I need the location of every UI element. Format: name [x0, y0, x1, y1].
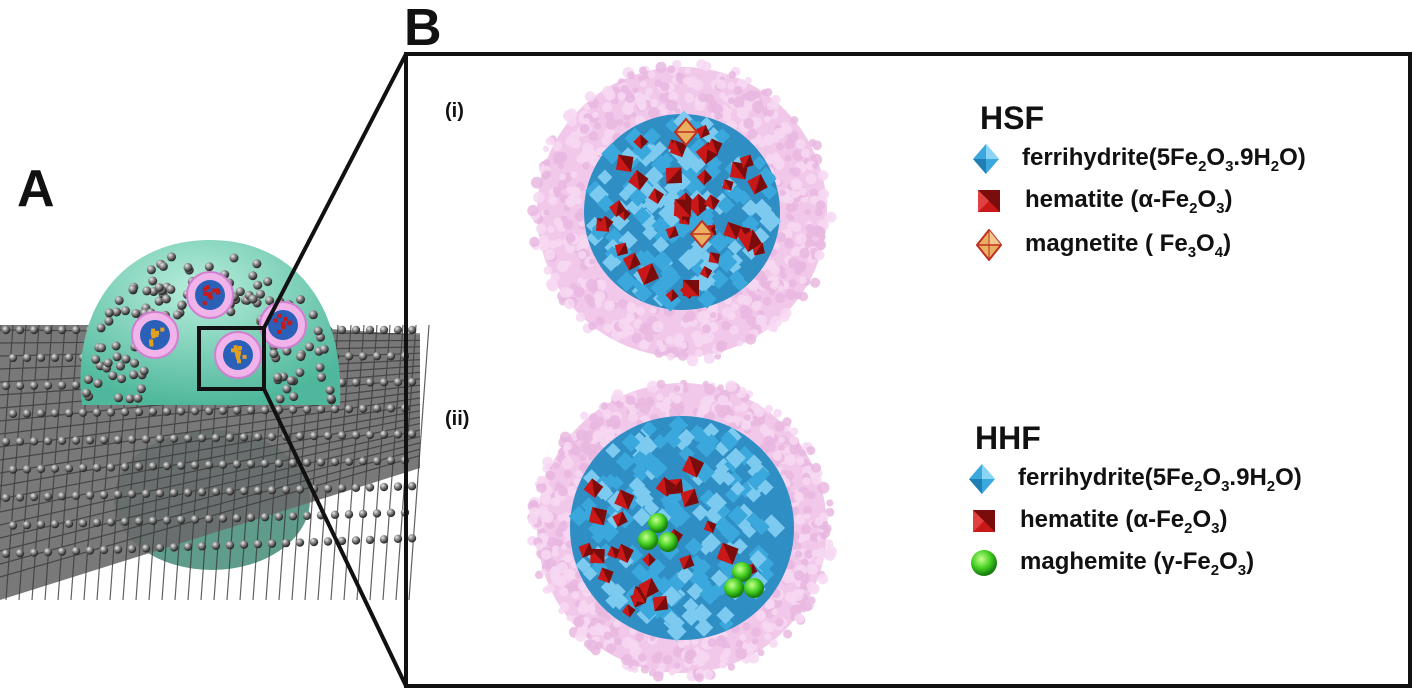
legend-label: hematite (α-Fe2O3) — [1025, 185, 1233, 217]
zoom-line-bottom — [262, 388, 408, 687]
hsf-legend-ferrihydrite: ferrihydrite(5Fe2O3.9H2O) — [972, 142, 1306, 176]
dome-nanoparticle — [131, 311, 179, 359]
maghemite-particle — [732, 562, 752, 582]
water-dome — [80, 240, 341, 405]
legend-label: ferrihydrite(5Fe2O3.9H2O) — [1018, 463, 1302, 495]
panel-b-letter: B — [404, 0, 442, 57]
magnetite-octahedron-icon — [975, 229, 1003, 261]
panel-a-illustration — [0, 240, 430, 601]
legend-label: maghemite (γ-Fe2O3) — [1020, 547, 1255, 579]
zoom-line-top — [262, 53, 408, 329]
magnetite-particle — [673, 117, 699, 147]
magnetite-particle — [689, 219, 715, 249]
panel-a-letter: A — [17, 160, 55, 218]
hhf-legend-hematite: hematite (α-Fe2O3) — [970, 504, 1227, 538]
hsf-legend-title: HSF — [980, 100, 1044, 136]
legend-label: hematite (α-Fe2O3) — [1020, 505, 1228, 537]
hematite-cube-icon — [975, 187, 1003, 215]
legend-label: magnetite ( Fe3O4) — [1025, 229, 1232, 261]
hsf-particle — [527, 59, 837, 367]
legend-label: ferrihydrite(5Fe2O3.9H2O) — [1022, 143, 1306, 175]
ferrihydrite-diamond-icon — [968, 464, 996, 494]
panel-b-frame — [404, 52, 1412, 688]
ferrihydrite-diamond-icon — [972, 144, 1000, 174]
maghemite-particle — [744, 578, 764, 598]
subpanel-i-label: (i) — [445, 100, 464, 122]
maghemite-sphere-icon — [970, 549, 998, 577]
hsf-legend-magnetite: magnetite ( Fe3O4) — [975, 228, 1231, 262]
maghemite-particle — [648, 513, 668, 533]
dome-nanoparticle — [214, 331, 262, 379]
subpanel-ii-label: (ii) — [445, 408, 470, 430]
maghemite-particle — [638, 530, 658, 550]
hematite-cube-icon — [970, 507, 998, 535]
maghemite-particle — [724, 578, 744, 598]
maghemite-particle — [658, 532, 678, 552]
hhf-legend-ferrihydrite: ferrihydrite(5Fe2O3.9H2O) — [968, 462, 1302, 496]
hsf-legend-hematite: hematite (α-Fe2O3) — [975, 184, 1232, 218]
hhf-legend-title: HHF — [975, 420, 1041, 456]
zoom-box — [197, 326, 266, 391]
dome-nanoparticle — [186, 271, 234, 319]
hhf-legend-maghemite: maghemite (γ-Fe2O3) — [970, 546, 1254, 580]
